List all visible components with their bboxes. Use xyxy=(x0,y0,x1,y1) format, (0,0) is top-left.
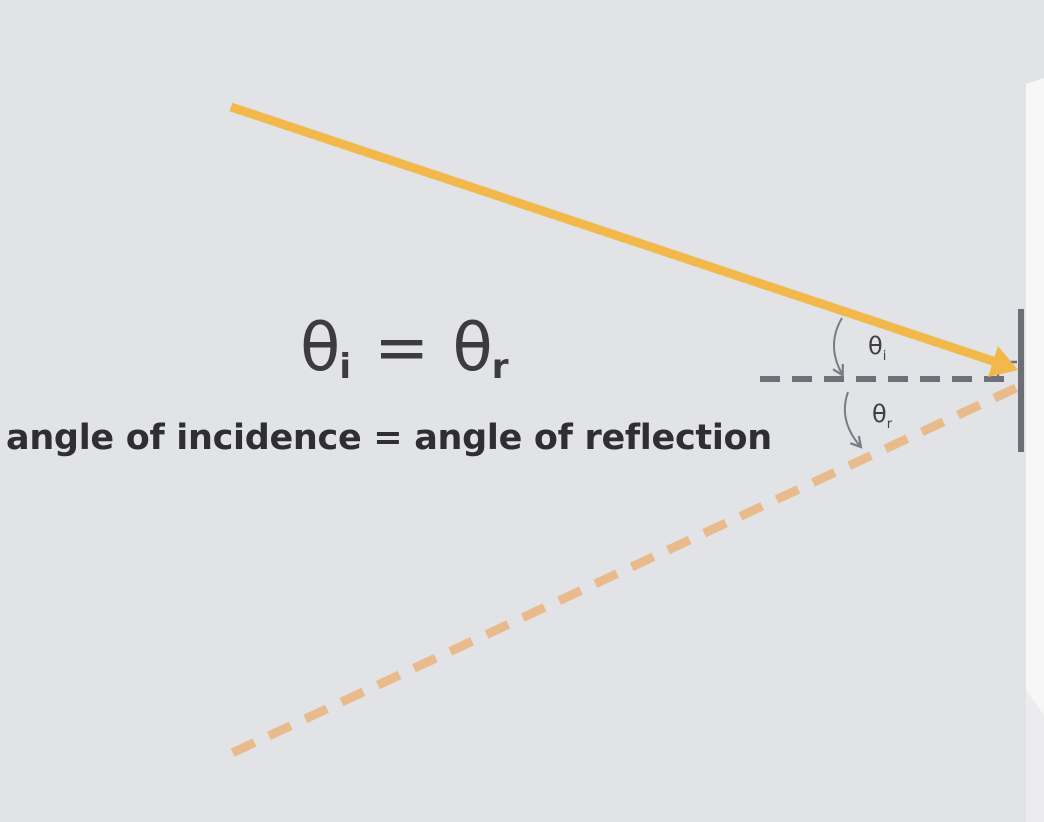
formula-lhs-symbol: θ xyxy=(300,309,342,386)
formula-lhs-sub: i xyxy=(339,347,353,387)
formula-rhs-symbol: θ xyxy=(452,309,494,386)
reflection-law-caption: angle of incidence = angle of reflection xyxy=(6,418,772,458)
reflection-angle-arc xyxy=(844,391,863,449)
incident-ray xyxy=(229,102,998,367)
incident-ray-arrowhead xyxy=(988,346,1018,377)
formula-rhs-sub: r xyxy=(491,347,510,387)
mirror-panel xyxy=(1026,78,1044,822)
reflection-angle-label: θr xyxy=(872,400,893,432)
incidence-angle-arc xyxy=(832,317,844,378)
formula-equals: = xyxy=(374,309,431,386)
incidence-angle-label: θi xyxy=(868,332,887,364)
mirror-panel-edge xyxy=(1026,690,1044,822)
reflected-ray xyxy=(230,383,1018,758)
reflection-law-formula: θi = θr xyxy=(300,315,510,385)
